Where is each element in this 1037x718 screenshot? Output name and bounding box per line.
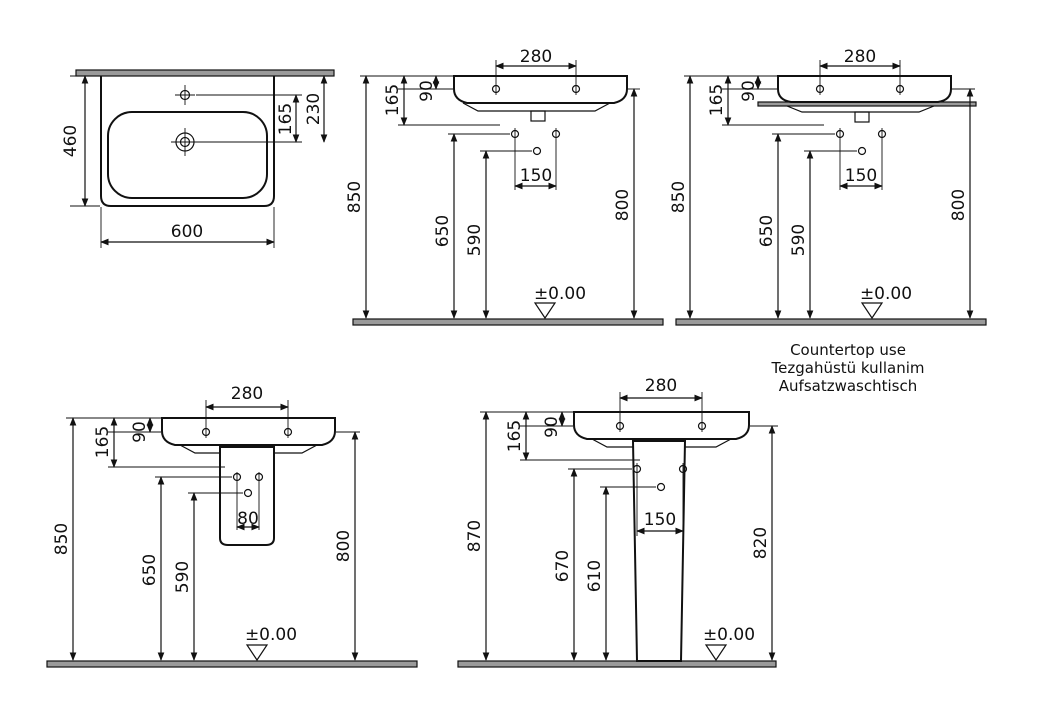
dimension-label: 650 <box>433 215 453 247</box>
plan-back-offset-label: 230 <box>304 93 324 125</box>
plan-wall <box>75 69 335 77</box>
dimension-label: 870 <box>465 520 485 552</box>
dimension-label: 150 <box>644 510 676 530</box>
trap-icon <box>243 488 253 498</box>
plan-bowl <box>107 111 268 199</box>
dimension-label: 150 <box>845 166 877 186</box>
dimension-label: ±0.00 <box>860 284 912 304</box>
dimension-label: 90 <box>130 421 150 443</box>
dimension-label: 165 <box>93 426 113 458</box>
dimension-label: 650 <box>140 554 160 586</box>
dimension-label: 165 <box>383 84 403 116</box>
half-pedestal-front-view: 280 80 850 165 90 650 590 800 ±0.00 <box>46 384 418 668</box>
plan-width-label: 600 <box>171 222 203 242</box>
dimension-label: 280 <box>520 47 552 67</box>
dimension-label: 590 <box>789 224 809 256</box>
dimension-label: 280 <box>231 384 263 404</box>
dimension-label: 90 <box>739 80 759 102</box>
dimension-label: 150 <box>520 166 552 186</box>
dimension-label: 650 <box>757 215 777 247</box>
full-pedestal-front-view: 280 150 870 165 90 670 610 820 ±0.00 <box>457 376 778 668</box>
trap-icon <box>656 482 666 492</box>
plan-view: 600 460 165 230 <box>61 69 335 248</box>
dimension-label: 590 <box>173 561 193 593</box>
dimension-label: 280 <box>844 47 876 67</box>
dimension-label: 850 <box>52 523 72 555</box>
dimension-label: 850 <box>345 181 365 213</box>
dimension-label: ±0.00 <box>534 284 586 304</box>
countertop-front-view: 150 280 850 165 90 650 590 800 ±0.00 Cou… <box>669 47 987 395</box>
plan-basin-outline <box>100 76 275 207</box>
dimension-label: ±0.00 <box>703 625 755 645</box>
dimension-label: 800 <box>613 189 633 221</box>
dimension-label: 165 <box>707 84 727 116</box>
dimension-label: 670 <box>553 550 573 582</box>
dimension-label: 165 <box>505 420 525 452</box>
caption-tr: Tezgahüstü kullanim <box>771 359 925 377</box>
dimension-label: 850 <box>669 181 689 213</box>
dimension-label: 90 <box>542 416 562 438</box>
dimension-label: 280 <box>645 376 677 396</box>
dimension-label: 610 <box>585 560 605 592</box>
plan-tap-offset-label: 165 <box>276 103 296 135</box>
dimension-label: 90 <box>417 80 437 102</box>
full-pedestal-body <box>631 440 687 662</box>
dimension-label: 800 <box>334 530 354 562</box>
trap-icon <box>532 146 542 156</box>
dimension-label: 80 <box>237 509 259 529</box>
basin-front-outline <box>453 75 628 104</box>
dimension-label: 800 <box>949 189 969 221</box>
caption-de: Aufsatzwaschtisch <box>779 377 917 395</box>
dimension-label: ±0.00 <box>245 625 297 645</box>
caption-en: Countertop use <box>790 341 906 359</box>
dimension-label: 590 <box>465 224 485 256</box>
dimension-label: 820 <box>751 527 771 559</box>
plan-depth-label: 460 <box>61 125 81 157</box>
wall-hung-front-view: 150 280 850 165 90 650 590 800 ±0.00 <box>345 47 664 326</box>
trap-icon <box>857 146 867 156</box>
